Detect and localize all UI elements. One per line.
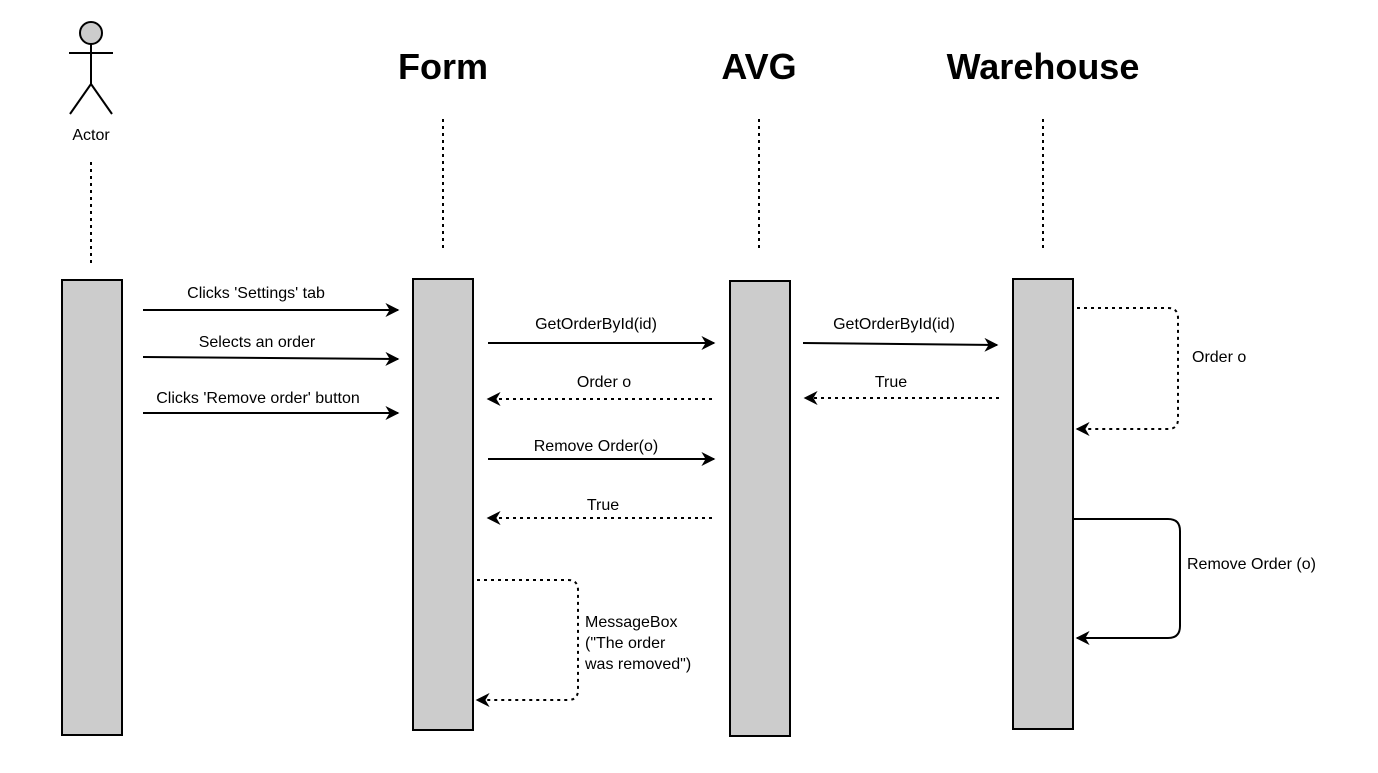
msg-avg-get-order-label: GetOrderById(id) <box>833 316 955 333</box>
msg-clicks-remove-label: Clicks 'Remove order' button <box>156 390 360 407</box>
msg-avg-return-true-label: True <box>587 497 619 514</box>
actor-label: Actor <box>72 127 110 144</box>
msg-form-remove-order-label: Remove Order(o) <box>534 438 658 455</box>
msg-selects-order-label: Selects an order <box>199 334 316 351</box>
msg-warehouse-self-order-label: Order o <box>1192 349 1246 366</box>
msg-avg-get-order-arrow <box>802 337 999 352</box>
msg-messagebox-line1: MessageBox <box>585 614 678 631</box>
msg-avg-return-order-label: Order o <box>577 374 631 391</box>
participant-avg-title: AVG <box>721 46 796 87</box>
msg-clicks-settings-label: Clicks 'Settings' tab <box>187 285 325 302</box>
msg-messagebox-line2: ("The order <box>585 635 666 652</box>
participant-warehouse-title: Warehouse <box>947 46 1140 87</box>
msg-form-messagebox-arrow <box>475 579 579 707</box>
actor-head <box>79 21 103 45</box>
msg-selects-order-arrow <box>142 351 400 366</box>
participant-form-title: Form <box>398 46 488 87</box>
actor-left-leg <box>69 83 92 115</box>
form-activation <box>412 278 474 731</box>
actor-activation <box>61 279 123 736</box>
msg-warehouse-return-true-label: True <box>875 374 907 391</box>
msg-warehouse-self-remove-label: Remove Order (o) <box>1187 556 1316 573</box>
actor-right-leg <box>90 83 113 115</box>
actor-figure <box>69 21 113 115</box>
msg-warehouse-self-remove-arrow <box>1073 518 1181 645</box>
msg-messagebox-line3: was removed") <box>584 656 691 673</box>
msg-form-get-order-label: GetOrderById(id) <box>535 316 657 333</box>
msg-warehouse-self-order-arrow <box>1075 307 1179 436</box>
avg-activation <box>729 280 791 737</box>
warehouse-activation <box>1012 278 1074 730</box>
